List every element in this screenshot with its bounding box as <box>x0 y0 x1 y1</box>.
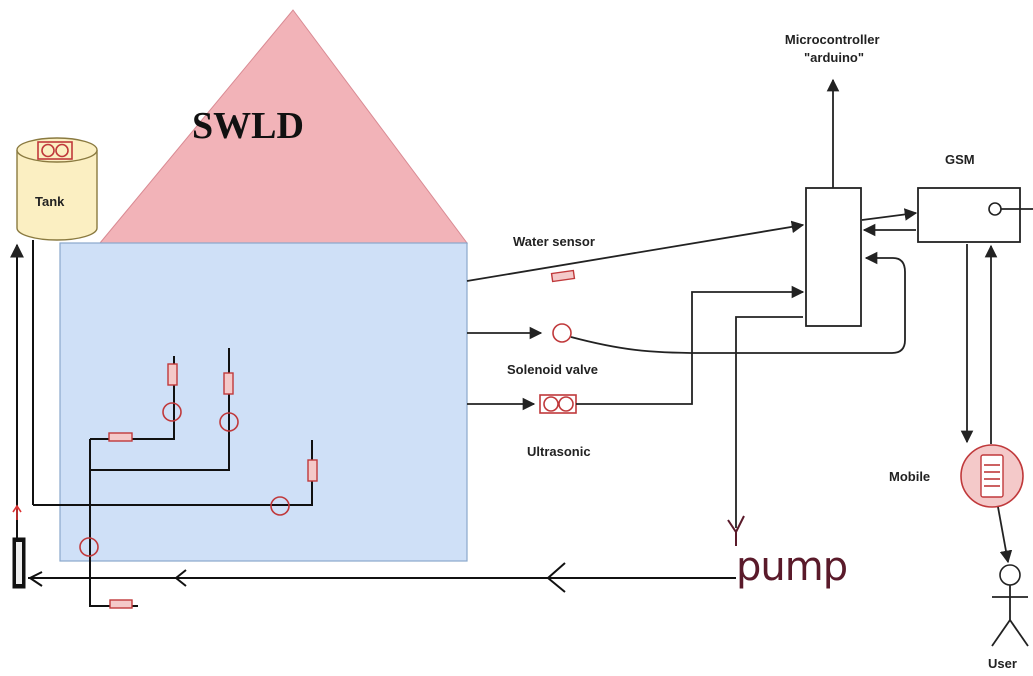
solenoid-valve-icon <box>552 323 572 343</box>
pipe-sensor-icon <box>307 459 318 482</box>
pipe-sensor-icon <box>167 363 178 386</box>
pipe-valve-icon <box>270 496 290 516</box>
mobile-to-user-arrow <box>997 506 1013 564</box>
pipe-valve-icon <box>162 402 182 422</box>
house-walls <box>59 242 468 562</box>
mc-to-pump-line <box>735 316 803 528</box>
return-arrow-icon <box>174 569 187 587</box>
tank-label: Tank <box>35 194 65 209</box>
water-sensor-label: Water sensor <box>513 234 595 249</box>
water-sensor-line <box>466 220 805 282</box>
water-sensor-icon <box>550 269 576 283</box>
microcontroller-label: Microcontroller "arduino" <box>785 32 883 65</box>
pump: pump <box>727 515 848 590</box>
user-label: User <box>988 656 1017 671</box>
pipe-sensor-icon <box>109 599 133 609</box>
ultrasonic-label: Ultrasonic <box>527 444 591 459</box>
diagram-title: SWLD <box>192 105 304 147</box>
ultrasonic-to-mc-line <box>576 285 805 405</box>
left-pump-unit <box>12 504 26 589</box>
mobile-phone-icon <box>960 444 1024 508</box>
solenoid-to-mc-line <box>570 251 906 354</box>
pipe-sensor-icon <box>223 372 234 395</box>
return-arrow-icon <box>546 562 566 593</box>
pipe-sensor-icon <box>108 432 133 442</box>
tank-ultrasonic-icon <box>37 141 73 160</box>
ultrasonic-sensor-icon <box>539 394 577 414</box>
gsm-antenna-icon <box>988 202 1002 216</box>
user-icon <box>991 564 1029 647</box>
mobile-label: Mobile <box>889 469 930 484</box>
solenoid-valve-label: Solenoid valve <box>507 362 598 377</box>
gsm-label: GSM <box>945 152 975 167</box>
return-arrow-icon <box>28 571 43 587</box>
microcontroller-box <box>805 187 862 327</box>
gsm-box <box>917 187 1021 243</box>
pump-label: pump <box>736 544 847 590</box>
house-piping <box>32 240 318 609</box>
tank: Tank <box>16 137 98 241</box>
pipe-valve-icon <box>79 537 99 557</box>
mc-to-gsm-arrow <box>861 208 918 221</box>
pipe-valve-icon <box>219 412 239 432</box>
